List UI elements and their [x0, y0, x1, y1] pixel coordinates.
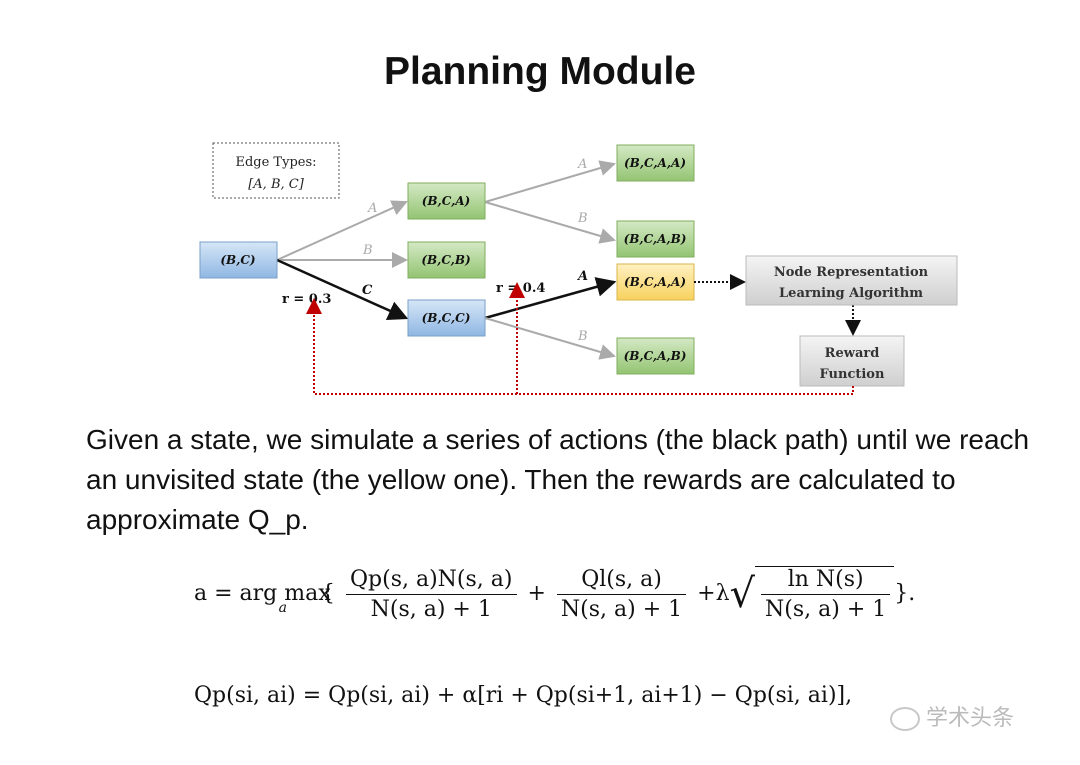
watermark: 学术头条: [890, 700, 1014, 732]
node-root-label: (B,C): [220, 253, 255, 267]
edge-root-bca: [276, 200, 408, 261]
node-bcaa-yellow-label: (B,C,A,A): [624, 275, 686, 289]
edge-label-a2: A: [577, 157, 587, 172]
nra-line1: Node Representation: [774, 265, 929, 280]
formula1-frac2: Ql(s, a)N(s, a) + 1: [556, 567, 687, 622]
formula1-frac1-den: N(s, a) + 1: [370, 596, 492, 622]
formula-update: Qp(si, ai) = Qp(si, ai) + α[ri + Qp(si+1…: [194, 683, 853, 708]
node-bca: [407, 182, 486, 220]
node-bcb: [407, 241, 486, 279]
edge-root-bcc: [276, 258, 409, 320]
edge-bca-bcaa: [484, 160, 616, 203]
formula1-frac2-den: N(s, a) + 1: [560, 596, 683, 622]
formula-argmax: a = arg maxa{ Qp(s, a)N(s, a)N(s, a) + 1…: [194, 566, 916, 622]
node-bca-label: (B,C,A): [422, 194, 471, 208]
formula1-sqrt: ln N(s)N(s, a) + 1: [755, 566, 895, 622]
planning-diagram: Edge Types: [A, B, C] A B C A B A B r = …: [199, 142, 958, 395]
edge-label-a1: A: [367, 201, 377, 216]
reward-line2: Function: [820, 367, 885, 382]
node-bcab-bottom: [616, 337, 695, 375]
node-bcaa-top-label: (B,C,A,A): [624, 156, 686, 170]
formula1-sqrt-den: N(s, a) + 1: [765, 597, 887, 622]
node-bcab-top-label: (B,C,A,B): [624, 232, 687, 246]
reward-line1: Reward: [825, 346, 880, 361]
edge-bca-bcab: [484, 201, 616, 244]
nra-box: [745, 255, 958, 306]
edge-bcc-bcaa-yellow: [484, 277, 617, 320]
node-root: [199, 241, 278, 279]
edge-label-b2: B: [577, 211, 588, 226]
edge-label-a3: A: [576, 269, 588, 284]
node-bcaa-yellow: [616, 263, 695, 301]
node-bcab-top: [616, 220, 695, 258]
formula1-sqrt-num: ln N(s): [761, 567, 891, 595]
formula1-frac1: Qp(s, a)N(s, a)N(s, a) + 1: [346, 567, 517, 622]
formula1-frac1-num: Qp(s, a)N(s, a): [346, 567, 517, 595]
node-bcab-bottom-label: (B,C,A,B): [624, 349, 687, 363]
reward-feedback-path: [306, 298, 854, 395]
description-text: Given a state, we simulate a series of a…: [86, 424, 1030, 535]
reward-r1: r = 0.3: [282, 292, 331, 307]
formula1-sub: a: [278, 600, 287, 616]
node-bcc-label: (B,C,C): [422, 311, 471, 325]
page-title: Planning Module: [384, 50, 696, 93]
formula1-lhs: a = arg max: [194, 581, 331, 606]
watermark-text: 学术头条: [926, 706, 1015, 731]
edge-label-c1: C: [362, 283, 373, 298]
legend-types: [A, B, C]: [248, 177, 304, 192]
nra-line2: Learning Algorithm: [779, 286, 923, 301]
reward-box: [799, 335, 905, 387]
node-bcc: [407, 299, 486, 337]
wechat-icon: [890, 707, 920, 731]
legend-title: Edge Types:: [235, 155, 316, 170]
node-bcaa-top: [616, 144, 695, 182]
reward-r2: r = 0.4: [496, 281, 545, 296]
formula1-frac2-num: Ql(s, a): [556, 567, 687, 595]
edge-bcc-bcab-bottom: [484, 317, 616, 360]
edge-label-b3: B: [577, 329, 588, 344]
edge-label-b1: B: [362, 243, 373, 258]
legend-box: [212, 142, 340, 199]
node-bcb-label: (B,C,B): [421, 253, 470, 267]
